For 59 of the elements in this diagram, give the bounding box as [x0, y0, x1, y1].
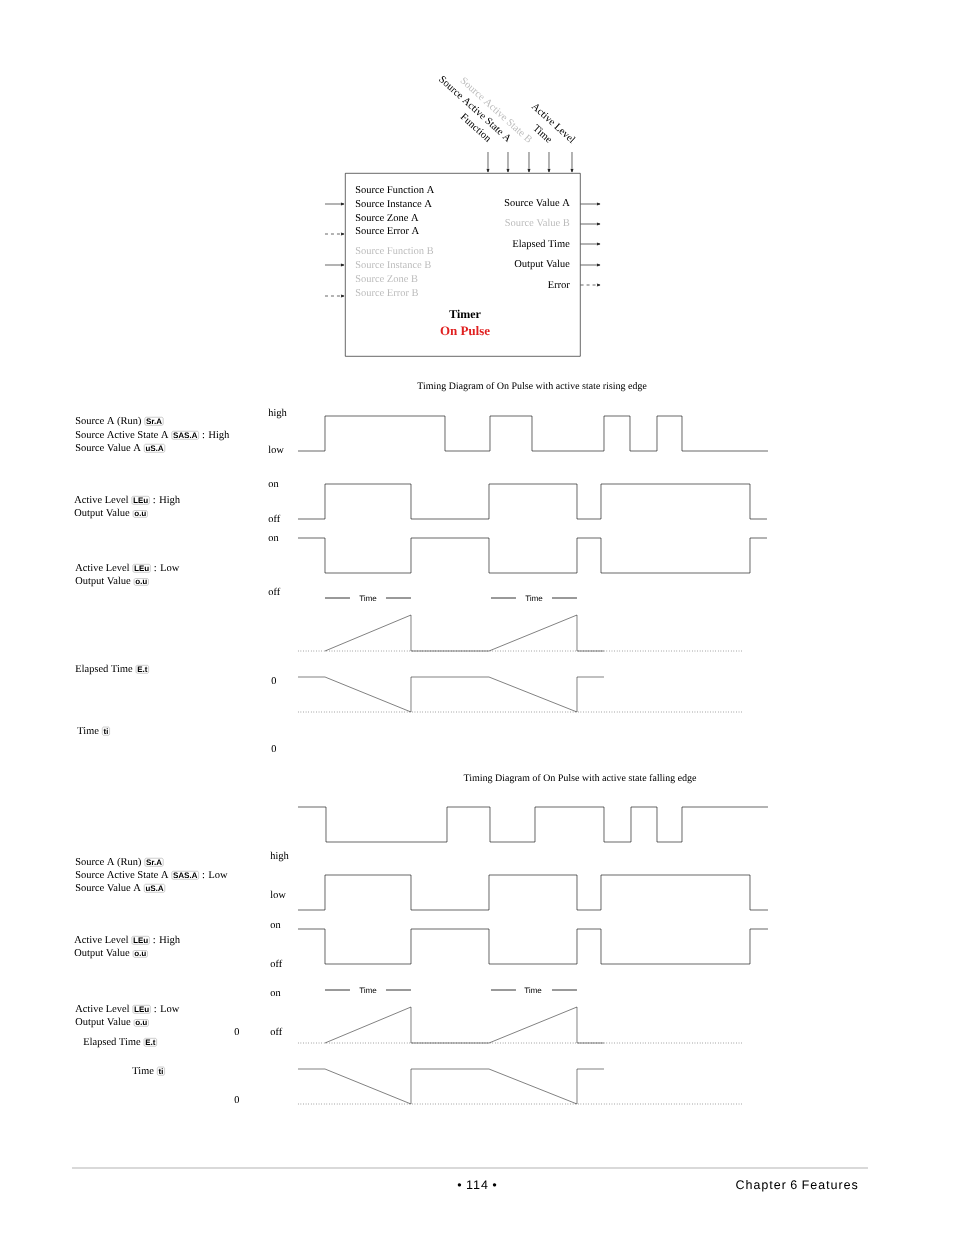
- label-text: Source Value A: [75, 443, 141, 452]
- label-text: on: [270, 923, 281, 929]
- label-text: on: [268, 536, 279, 542]
- arrow: [547, 151, 551, 173]
- label-text: Output Value: [74, 508, 130, 519]
- arrow: [324, 294, 345, 298]
- label-text: 0: [271, 677, 277, 685]
- label-text: low: [270, 890, 286, 899]
- label-text: Elapsed Time: [83, 1037, 141, 1048]
- label-text: Output Value: [75, 576, 131, 587]
- label-text: Output Value: [74, 948, 130, 959]
- arrow: [580, 202, 601, 206]
- footer-text: • 114 •: [457, 1180, 497, 1189]
- label-text: : High: [153, 495, 180, 506]
- label-text: off: [268, 587, 281, 596]
- label-text: high: [270, 851, 289, 862]
- label-text: high: [268, 408, 287, 419]
- arrow: [324, 263, 345, 267]
- label-text: : Low: [202, 871, 228, 879]
- label-text: off: [268, 514, 281, 523]
- label-text: off: [270, 1027, 283, 1036]
- footer-text: Chapter 6 Features: [736, 1180, 858, 1192]
- arrow: [324, 202, 345, 206]
- label-text: Source Value A: [75, 883, 141, 892]
- arrow: [570, 151, 574, 173]
- label-text: on: [268, 482, 279, 488]
- arrow: [580, 283, 601, 287]
- arrow: [324, 232, 345, 236]
- arrow: [580, 222, 601, 226]
- label-text: Elapsed Time: [75, 664, 133, 675]
- function-block: Source Function A Source Instance A Source Zone A Source Error A Source Function B Source Instance B Source Zone B Source Error B Source Value A Source Value B Elapsed Time Output Value Error Timer On Pulse: [345, 173, 581, 357]
- label-text: : High: [153, 935, 180, 946]
- label-text: 0: [234, 1096, 240, 1104]
- arrow: [486, 151, 490, 173]
- label-text: Source Active State A: [75, 431, 169, 439]
- label-text: Time: [77, 727, 99, 735]
- arrow: [506, 151, 510, 173]
- label-text: off: [270, 959, 283, 968]
- label-text: on: [270, 991, 281, 997]
- arrow: [580, 263, 601, 267]
- label-text: Output Value: [75, 1017, 131, 1028]
- label-text: : Low: [154, 1005, 180, 1013]
- arrow: [527, 151, 531, 173]
- label-text: 0: [234, 1028, 240, 1036]
- label-text: Active Level: [75, 563, 130, 572]
- label-text: low: [268, 445, 284, 454]
- label-text: Source Active State A: [75, 871, 169, 879]
- chart-heading: Timing Diagram of On Pulse with active state rising edge: [417, 382, 647, 392]
- label-text: Active Level: [74, 495, 129, 504]
- label-text: Active Level: [74, 935, 129, 944]
- arrow: [580, 242, 601, 246]
- label-text: : High: [202, 430, 230, 441]
- label-text: Source A (Run): [75, 416, 141, 427]
- label-text: Source A (Run): [75, 857, 141, 868]
- label-text: Active Level: [75, 1004, 130, 1013]
- label-text: : Low: [154, 564, 180, 572]
- chart-heading: Timing Diagram of On Pulse with active state falling edge: [463, 774, 697, 784]
- label-text: Time: [132, 1067, 154, 1075]
- label-text: 0: [271, 745, 277, 753]
